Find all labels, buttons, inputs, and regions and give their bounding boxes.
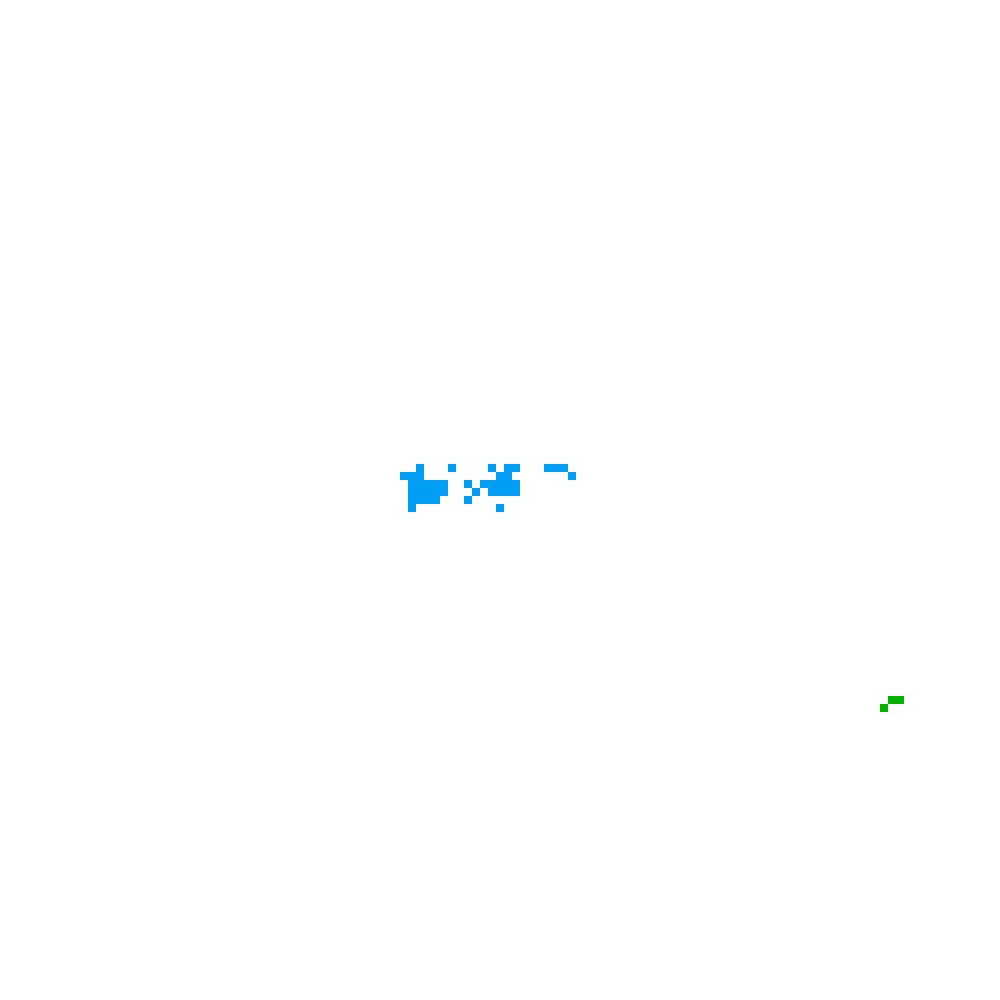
blue-cluster-pixel <box>416 488 424 496</box>
blue-cluster-pixel <box>424 496 432 504</box>
blue-cluster-pixel <box>416 472 424 480</box>
blue-cluster-pixel <box>408 472 416 480</box>
blue-cluster-pixel <box>416 480 424 488</box>
blue-cluster-pixel <box>512 480 520 488</box>
blue-cluster-pixel <box>464 480 472 488</box>
green-cluster-pixel <box>888 696 896 704</box>
blue-cluster-pixel <box>504 480 512 488</box>
blue-cluster-pixel <box>440 488 448 496</box>
blue-cluster-pixel <box>560 464 568 472</box>
blue-cluster-pixel <box>440 480 448 488</box>
blue-cluster <box>400 464 576 512</box>
green-cluster-pixel <box>896 696 904 704</box>
blue-cluster-pixel <box>504 472 512 480</box>
blue-cluster-pixel <box>480 480 488 488</box>
blue-cluster-pixel <box>424 480 432 488</box>
blue-cluster-pixel <box>424 488 432 496</box>
blue-cluster-pixel <box>488 480 496 488</box>
blue-cluster-pixel <box>408 480 416 488</box>
blue-cluster-pixel <box>488 488 496 496</box>
blue-cluster-pixel <box>544 464 552 472</box>
blue-cluster-pixel <box>464 496 472 504</box>
blue-cluster-pixel <box>400 472 408 480</box>
blue-cluster-pixel <box>496 480 504 488</box>
blue-cluster-pixel <box>472 488 480 496</box>
blue-cluster-pixel <box>432 488 440 496</box>
blue-cluster-pixel <box>504 464 512 472</box>
blue-cluster-pixel <box>512 464 520 472</box>
blue-cluster-pixel <box>504 488 512 496</box>
blue-cluster-pixel <box>448 464 456 472</box>
blue-cluster-pixel <box>496 472 504 480</box>
blue-cluster-pixel <box>512 488 520 496</box>
blue-cluster-pixel <box>432 480 440 488</box>
blue-cluster-pixel <box>408 496 416 504</box>
green-cluster <box>880 696 904 712</box>
blue-cluster-pixel <box>496 488 504 496</box>
blue-cluster-pixel <box>408 488 416 496</box>
blue-cluster-pixel <box>552 464 560 472</box>
blue-cluster-pixel <box>432 496 440 504</box>
blue-cluster-pixel <box>496 504 504 512</box>
blue-cluster-pixel <box>488 464 496 472</box>
blue-cluster-pixel <box>568 472 576 480</box>
blue-cluster-pixel <box>416 496 424 504</box>
blue-cluster-pixel <box>416 464 424 472</box>
green-cluster-pixel <box>880 704 888 712</box>
blue-cluster-pixel <box>408 504 416 512</box>
